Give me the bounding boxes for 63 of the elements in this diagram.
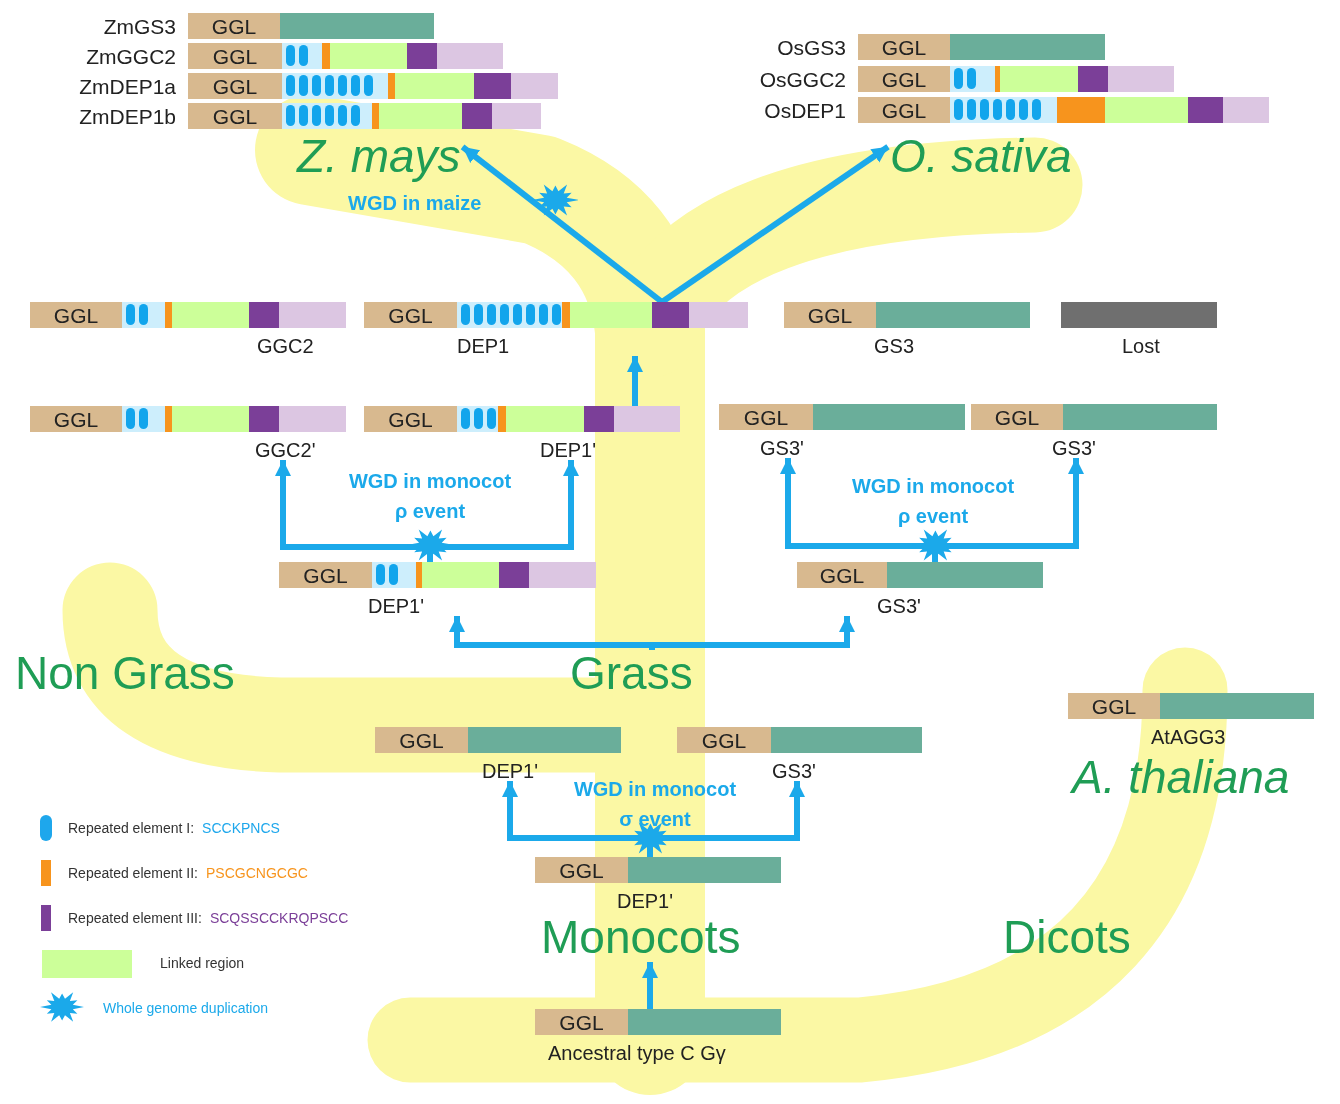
gene-name: GGC2 — [257, 335, 314, 357]
ggl-domain-label: GGL — [211, 73, 259, 99]
ggl-domain-label: GGL — [993, 404, 1041, 430]
ggl-domain-label: GGL — [880, 34, 928, 60]
ggl-domain-label: GGL — [387, 302, 434, 328]
clade-label: Dicots — [1003, 914, 1131, 960]
ggl-domain-label: GGL — [880, 97, 928, 123]
ggl-domain-label: GGL — [210, 13, 258, 39]
arrow — [642, 962, 658, 1009]
clade-label: A. thaliana — [1072, 754, 1290, 800]
gene-name: DEP1' — [540, 439, 597, 461]
gene-name: DEP1' — [482, 760, 539, 782]
arrow — [660, 144, 890, 305]
ggl-domain-label: GGL — [558, 857, 605, 883]
gene-name: GS3 — [874, 335, 915, 357]
ggl-domain-label: GGL — [211, 43, 259, 69]
ggl-domain-label: GGL — [211, 103, 259, 129]
ggl-domain-label: GGL — [1090, 693, 1138, 719]
ggl-domain-label: GGL — [387, 406, 434, 432]
gene-name: Ancestral type C Gγ — [548, 1042, 726, 1064]
legend-text: Repeated element II: PSCGCNGCGC — [68, 866, 308, 880]
arrow — [649, 616, 855, 650]
ggl-domain-label: GGL — [302, 562, 349, 588]
clade-label: Non Grass — [15, 650, 235, 696]
ggl-domain-label: GGL — [398, 727, 445, 753]
ggl-domain-label: GGL — [818, 562, 866, 588]
clade-label: O. sativa — [890, 133, 1072, 179]
clade-label: Monocots — [541, 914, 741, 960]
gene-name: DEP1' — [617, 890, 674, 912]
gene-name: GS3' — [877, 595, 921, 617]
edge-label: WGD in monocot σ event — [572, 777, 738, 832]
ggl-domain-label: GGL — [52, 302, 100, 328]
gene-name: OsGS3 — [777, 36, 846, 58]
legend-text: Repeated element I: SCCKPNCS — [68, 821, 280, 835]
gene-name: Lost — [1122, 335, 1160, 357]
arrow — [460, 144, 664, 305]
legend-text: Repeated element III: SCQSSCCKRQPSCC — [68, 911, 349, 925]
gene-name: GS3' — [1052, 437, 1096, 459]
gene-name: ZmDEP1a — [79, 75, 176, 97]
gene-name: OsDEP1 — [764, 99, 846, 121]
arrow — [627, 356, 643, 406]
ggl-domain-label: GGL — [880, 66, 928, 92]
gene-name: DEP1 — [457, 335, 510, 357]
gene-name: GS3' — [772, 760, 816, 782]
gene-name: ZmGGC2 — [86, 45, 176, 67]
gene-name: ZmGS3 — [103, 15, 176, 37]
edge-label: WGD in monocot ρ event — [347, 469, 513, 524]
ggl-domain-label: GGL — [558, 1009, 605, 1035]
ggl-domain-label: GGL — [806, 302, 854, 328]
legend-text: Linked region — [160, 956, 245, 970]
ggl-domain-label: GGL — [700, 727, 748, 753]
edge-label: WGD in maize — [348, 191, 483, 216]
edge-label: WGD in monocot ρ event — [850, 474, 1016, 529]
gene-name: ZmDEP1b — [79, 105, 176, 127]
gene-name: OsGGC2 — [759, 68, 846, 90]
gene-name: AtAGG3 — [1151, 726, 1226, 748]
gene-name: DEP1' — [368, 595, 425, 617]
gene-name: GGC2' — [255, 439, 316, 461]
ggl-domain-label: GGL — [52, 406, 100, 432]
legend-text: Whole genome duplication — [103, 1001, 268, 1015]
ggl-domain-label: GGL — [742, 404, 790, 430]
gene-name: GS3' — [760, 437, 804, 459]
clade-label: Grass — [570, 650, 693, 696]
